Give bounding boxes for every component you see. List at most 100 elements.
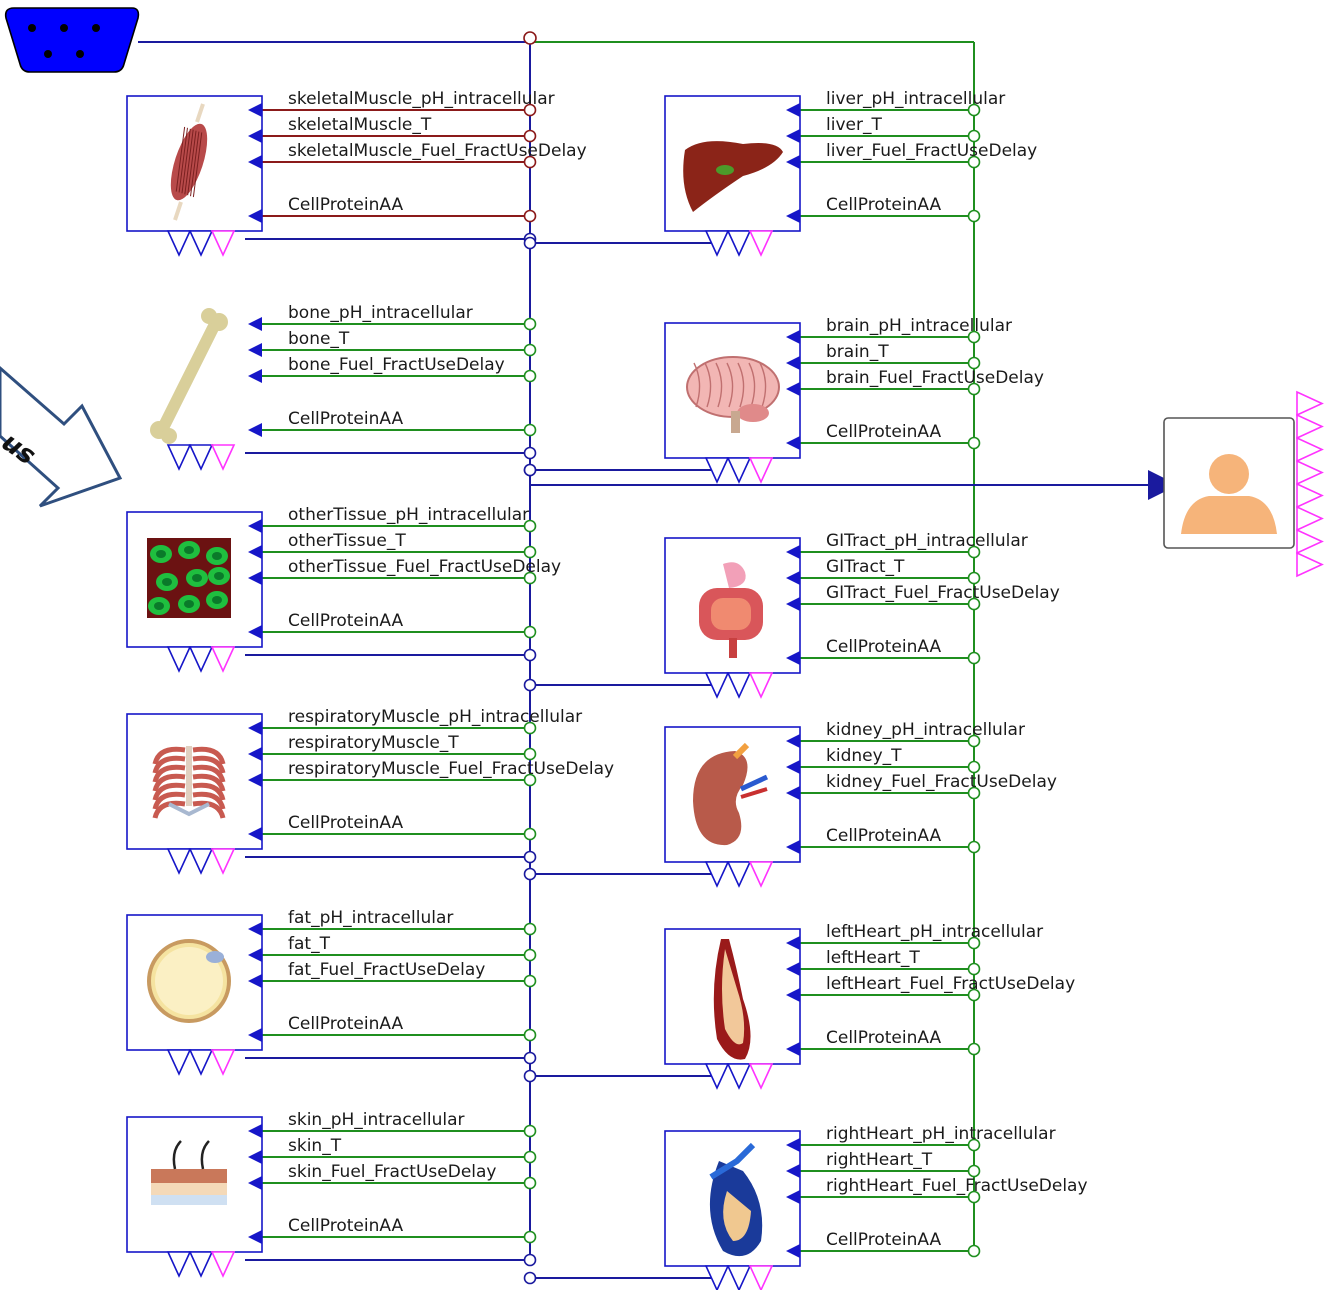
input-port-arrow — [786, 436, 800, 450]
bus-pin — [60, 24, 68, 32]
input-port-arrow — [248, 1150, 262, 1164]
input-port-arrow — [248, 155, 262, 169]
port-label: skin_T — [288, 1136, 342, 1156]
port-label: CellProteinAA — [826, 1230, 941, 1250]
rectum — [729, 638, 737, 658]
rib — [192, 764, 226, 783]
port-label: GITract_Fuel_FractUseDelay — [826, 583, 1060, 603]
connector-triangle — [166, 848, 192, 875]
port-label: respiratoryMuscle_Fuel_FractUseDelay — [288, 759, 614, 779]
connection-node — [967, 1042, 981, 1056]
renal-artery — [740, 787, 768, 799]
muscle-fiber — [184, 129, 194, 195]
input-port-arrow — [786, 760, 800, 774]
input-port-arrow — [248, 922, 262, 936]
rib — [152, 791, 186, 810]
connector-strip — [166, 1049, 236, 1076]
input-port-arrow — [248, 747, 262, 761]
muscle-fiber — [190, 131, 200, 197]
cell-nucleus — [156, 550, 166, 558]
connector-triangle — [726, 672, 752, 699]
kidney-icon — [693, 742, 769, 846]
input-port-arrow — [786, 1138, 800, 1152]
connector-triangle — [726, 457, 752, 484]
connector-strip — [704, 230, 774, 257]
connector-strip — [166, 848, 236, 875]
connection-node — [523, 747, 537, 761]
connection-node — [523, 155, 537, 169]
input-port-arrow — [248, 974, 262, 988]
connection-node — [523, 446, 537, 460]
port-label: skeletalMuscle_pH_intracellular — [288, 89, 555, 109]
bus-pin — [76, 50, 84, 58]
connector-triangle — [210, 1251, 236, 1278]
port-label: otherTissue_Fuel_FractUseDelay — [288, 557, 561, 577]
epidermis — [151, 1169, 227, 1183]
port-label: brain_T — [826, 342, 889, 362]
costal-cartilage — [168, 802, 210, 817]
connector-triangle — [210, 444, 236, 471]
bone-icon — [150, 308, 228, 444]
cell-nucleus — [184, 600, 194, 608]
connector-triangle — [704, 230, 730, 257]
input-port-arrow — [248, 1230, 262, 1244]
port-label: CellProteinAA — [826, 1028, 941, 1048]
connection-node — [523, 1253, 537, 1267]
output-arrow — [1148, 470, 1178, 500]
connector-triangle — [188, 848, 214, 875]
intestine-icon — [699, 562, 763, 658]
connection-node — [523, 850, 537, 864]
port-label: GITract_T — [826, 557, 905, 577]
port-label: rightHeart_pH_intracellular — [826, 1124, 1056, 1144]
input-port-arrow — [786, 651, 800, 665]
port-label: leftHeart_Fuel_FractUseDelay — [826, 974, 1075, 994]
input-port-arrow — [786, 1244, 800, 1258]
connector-strip — [166, 444, 236, 471]
connector-triangle — [188, 230, 214, 257]
connector-triangle — [748, 672, 774, 699]
connection-node — [967, 840, 981, 854]
connection-node — [523, 1150, 537, 1164]
brain-fold — [748, 362, 756, 408]
rib — [192, 800, 226, 819]
connector-triangle — [704, 1063, 730, 1090]
person-connector-triangle — [1296, 505, 1324, 532]
input-port-arrow — [248, 545, 262, 559]
rib — [152, 782, 186, 801]
connection-node — [523, 974, 537, 988]
input-port-arrow — [786, 103, 800, 117]
connector-triangle — [210, 230, 236, 257]
brain-fold — [726, 362, 734, 408]
port-label: respiratoryMuscle_T — [288, 733, 459, 753]
cell-nucleus — [212, 552, 222, 560]
tendon-bottom — [173, 201, 183, 221]
connection-node — [523, 31, 537, 45]
connection-node — [967, 571, 981, 585]
connection-node — [523, 1069, 537, 1083]
connection-node — [523, 948, 537, 962]
connector-strip — [704, 672, 774, 699]
block-respiratoryMuscle — [126, 713, 263, 850]
connector-triangle — [704, 457, 730, 484]
connection-node — [967, 103, 981, 117]
connector-triangle — [748, 1265, 774, 1290]
hair — [200, 1140, 210, 1170]
input-port-arrow — [248, 209, 262, 223]
connector-triangle — [188, 1251, 214, 1278]
label-layer: skeletalMuscle_pH_intracellular skeletalM… — [288, 89, 1088, 1250]
rib — [152, 764, 186, 783]
block-layer — [126, 95, 1324, 1290]
cell-nucleus — [192, 574, 202, 582]
connection-node — [523, 922, 537, 936]
port-label: skeletalMuscle_Fuel_FractUseDelay — [288, 141, 587, 161]
connector-triangle — [704, 1265, 730, 1290]
connection-node — [967, 209, 981, 223]
input-port-arrow — [248, 571, 262, 585]
rib — [152, 773, 186, 792]
connection-node — [523, 773, 537, 787]
connection-node — [523, 678, 537, 692]
connection-node — [967, 545, 981, 559]
cell-nucleus — [154, 602, 164, 610]
connection-node — [967, 786, 981, 800]
port-label: leftHeart_T — [826, 948, 920, 968]
